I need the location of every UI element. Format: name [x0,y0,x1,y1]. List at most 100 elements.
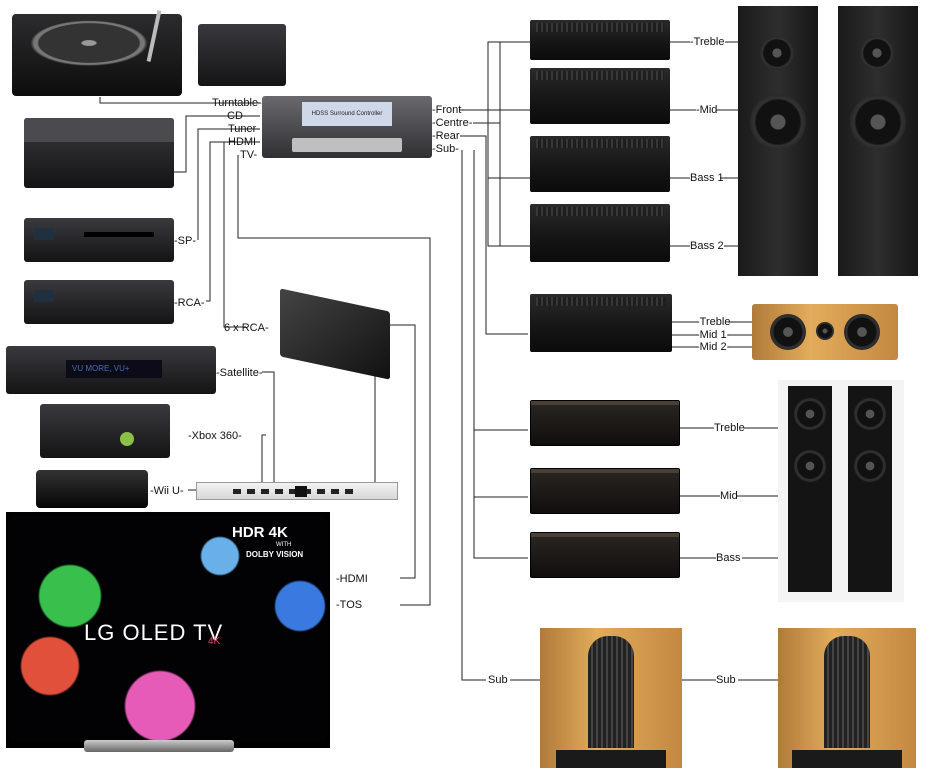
label-rear-bass: Bass [716,552,740,564]
tv-wire [237,155,431,606]
label-front-treble: -Treble- [690,36,729,48]
label-sub-left-text: Sub [488,674,508,686]
turntable [12,6,182,98]
label-front-treble-text: Treble [693,36,725,48]
label-front-mid: -Mid- [696,104,722,116]
label-tv-tos-text: TOS [339,599,363,611]
label-sub-right: Sub [716,674,736,686]
label-rear-treble: Treble [714,422,745,434]
label-tv-in-text: TV [240,149,254,161]
label-front: -Front- [432,104,466,116]
label-hdmi-in: HDMI- [228,136,260,148]
label-centre-treble-text: Treble [699,316,731,328]
label-rca-text: RCA [177,297,201,309]
label-tv-hdmi: -HDMI [336,573,368,585]
label-front-bass2: Bass 2- [690,240,728,252]
label-centre-mid1: -Mid 1- [696,329,731,341]
tv-screen [10,516,326,742]
six-rca-wire [223,142,246,328]
rear-speakers [778,380,904,602]
sub-wire [461,150,486,681]
label-cd-text: CD [227,110,243,122]
controller-display: HDSS Surround Controller [302,102,392,126]
label-satellite: -Satellite- [216,367,263,379]
amp-rear-bass [530,532,680,578]
subwoofer-right [778,628,916,768]
turntable-psu [198,24,286,86]
label-rear-treble-text: Treble [714,422,745,434]
label-centre-text: Centre [435,117,469,129]
label-rear: -Rear- [432,130,464,142]
label-front-text: Front [435,104,462,116]
amp-centre [530,294,672,352]
amp-rear-treble [530,400,680,446]
cd-player [24,218,174,262]
label-tv-tos: -TOS [336,599,363,611]
label-front-mid-text: Mid [699,104,718,116]
front-speaker-left [738,6,818,276]
label-sp: -SP- [174,235,197,247]
label-satellite-text: Satellite [219,367,259,379]
surround-controller: HDSS Surround Controller [262,96,432,158]
tv-badge-with: WITH [276,542,292,548]
tv-badge-hdr: HDR 4K [232,524,288,541]
amp-front-bass2 [530,204,670,262]
front-wire [459,41,530,247]
amp-rear-mid [530,468,680,514]
centre-speaker [752,304,898,360]
tv-badge-dolby: DOLBY VISION [246,550,304,559]
label-centre: -Centre- [432,117,473,129]
lg-oled-tv: HDR 4K WITH DOLBY VISION LG OLED TV 4K [6,512,330,748]
subwoofer-left [540,628,682,768]
label-sub-out-text: Sub [435,143,456,155]
label-turntable-text: Turntable [212,97,259,109]
tv-brand-suffix: 4K [208,636,221,647]
label-six-rca-text: 6 x RCA [224,322,265,334]
label-tv-hdmi-text: HDMI [339,573,368,585]
front-speaker-right [838,6,918,276]
centre-wire [473,42,501,246]
amp-front-treble [530,20,670,60]
satellite-wire [262,371,275,482]
label-six-rca: 6 x RCA- [224,322,269,334]
label-tuner-text: Tuner [228,123,257,135]
label-wiiu: -Wii U- [150,485,184,497]
rear-bus-wire [473,150,528,559]
label-sub-right-text: Sub [716,674,736,686]
rear-wire [460,135,528,335]
label-turntable: Turntable- [212,97,262,109]
label-wiiu-text: Wii U [153,485,180,497]
label-rca: -RCA- [174,297,205,309]
label-centre-mid2: -Mid 2- [696,341,731,353]
xbox-wire [261,434,266,482]
label-rear-text: Rear [435,130,460,142]
satellite-receiver: VU MORE, VU+ [6,346,216,394]
label-rear-mid-text: Mid [720,490,738,502]
label-front-bass1-text: Bass 1 [690,172,724,184]
hdmi-out-wire [390,324,416,579]
label-xbox: -Xbox 360- [188,430,242,442]
wii-u [36,470,148,508]
label-xbox-text: Xbox 360 [191,430,239,442]
hdmi-switch [196,482,398,500]
label-cd: CD- [227,110,247,122]
label-centre-treble: -Treble- [696,316,735,328]
label-front-bass1: Bass 1- [690,172,728,184]
satellite-display: VU MORE, VU+ [66,360,162,378]
label-rear-mid: Mid [720,490,738,502]
label-rear-bass-text: Bass [716,552,741,564]
phono-preamp [24,118,174,188]
tv-stand [84,740,234,752]
label-tv-in: TV- [240,149,258,161]
label-centre-mid2-text: Mid 2 [699,341,727,353]
turntable-wire [99,97,260,104]
tv-brand: LG OLED TV [84,620,224,645]
label-tuner: Tuner- [228,123,260,135]
xbox-360 [40,404,170,458]
amp-front-mid [530,68,670,124]
label-sub-out: -Sub- [432,143,459,155]
rca-wire [206,141,260,302]
amp-front-bass1 [530,136,670,192]
label-sp-text: SP [177,235,193,247]
